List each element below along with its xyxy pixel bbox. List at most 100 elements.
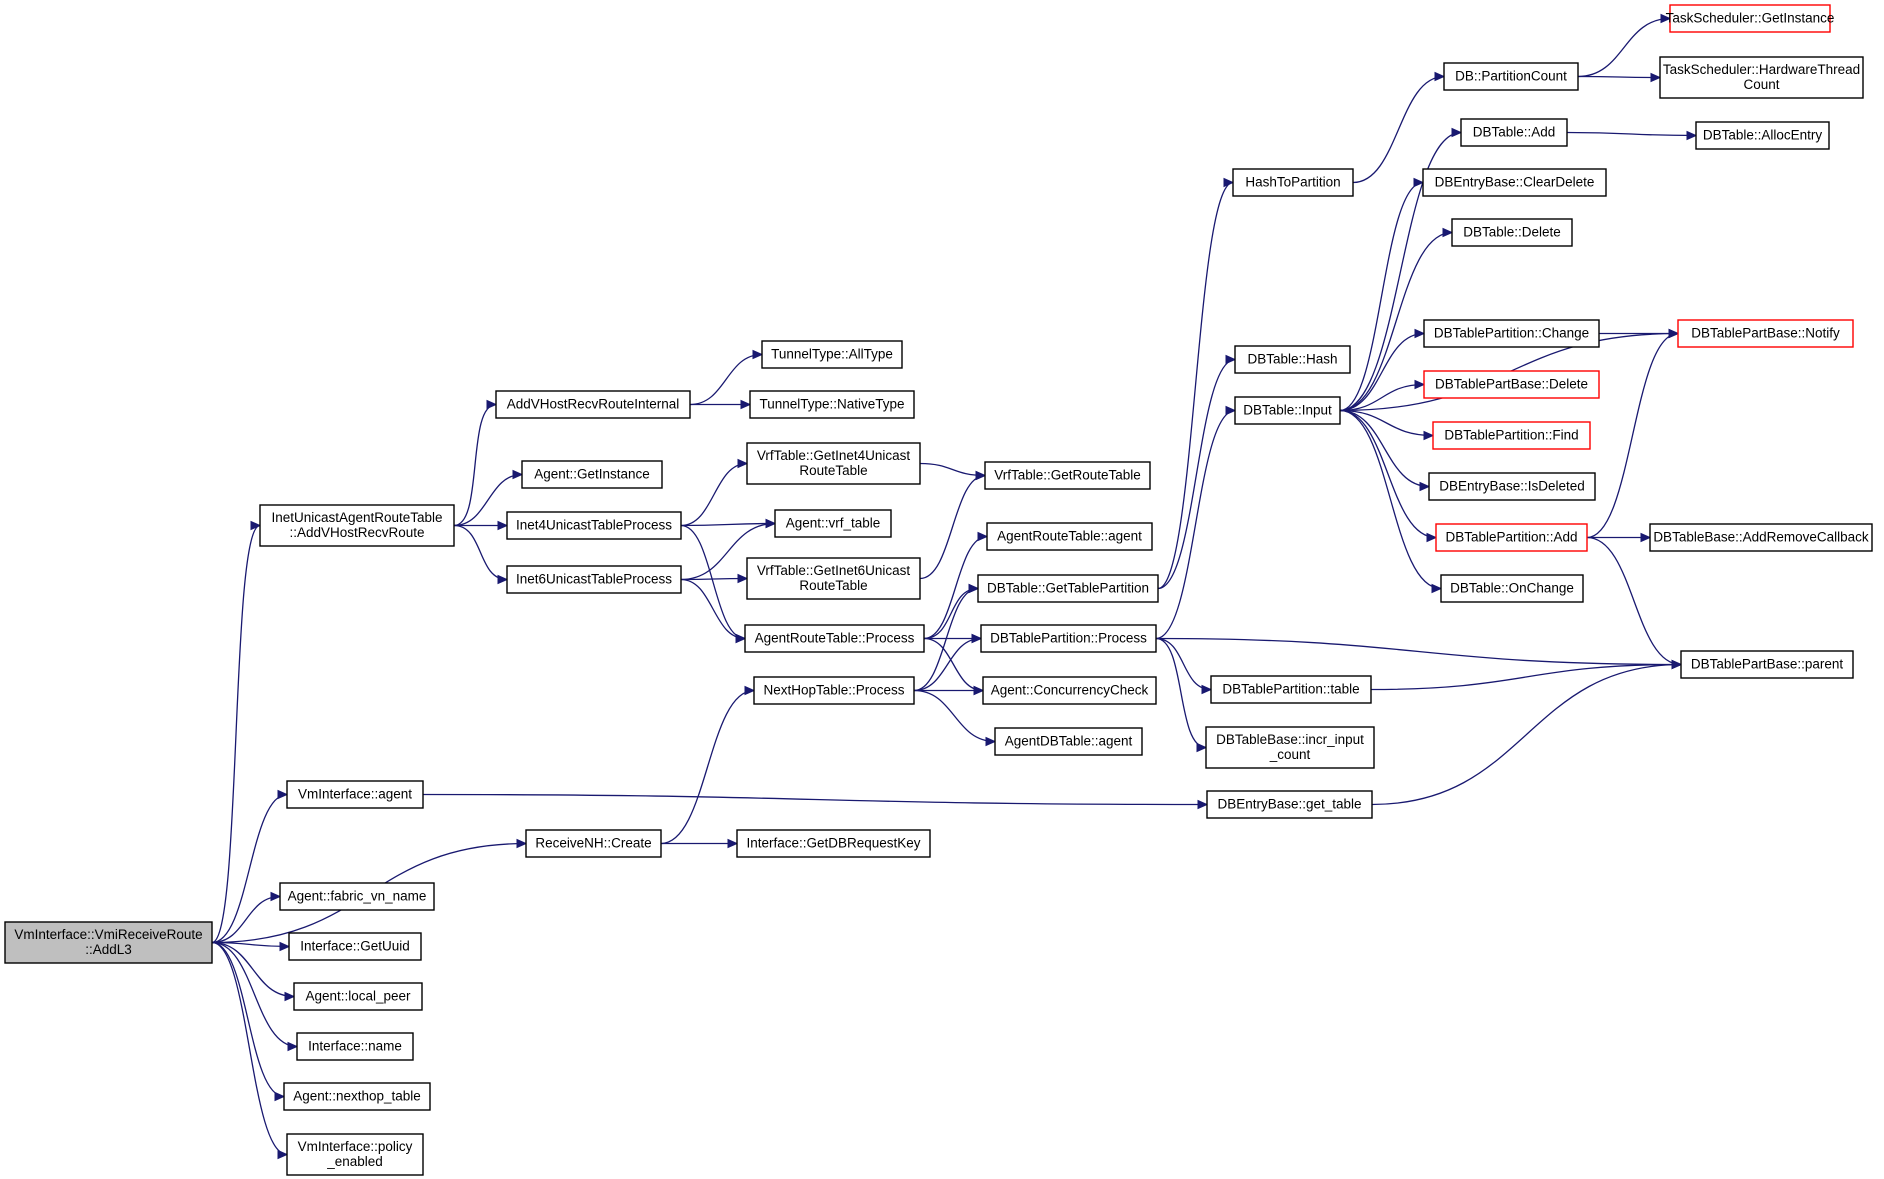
node-box	[1680, 650, 1854, 679]
node-nexthoptable-process[interactable]: NextHopTable::Process	[753, 676, 915, 705]
node-vminterface-policy-enabled[interactable]: VmInterface::policy_enabled	[286, 1133, 424, 1176]
node-box	[1432, 421, 1591, 450]
edge-n15-n47	[1155, 637, 1212, 691]
node-box	[980, 624, 1157, 653]
node-box	[774, 509, 892, 538]
node-label: DBTablePartition::Change	[1434, 326, 1589, 341]
node-label: DBEntryBase::get_table	[1217, 797, 1361, 812]
node-dbtablepartition-find[interactable]: DBTablePartition::Find	[1432, 421, 1591, 450]
edge-n1-n5	[453, 473, 523, 527]
node-agentdbtable-agent[interactable]: AgentDBTable::agent	[994, 727, 1143, 756]
arrowhead	[512, 469, 524, 480]
node-box	[1440, 574, 1584, 603]
node-label: InetUnicastAgentRouteTable	[271, 510, 442, 525]
arrowhead	[1660, 13, 1672, 24]
node-vminterface-vmireceiveroute-addl3[interactable]: VmInterface::VmiReceiveRoute::AddL3	[4, 921, 213, 964]
edge-n43-n39	[1586, 332, 1679, 539]
node-dbtablepartition-table[interactable]: DBTablePartition::table	[1210, 675, 1372, 704]
node-box	[744, 624, 925, 653]
node-dbtable-hash[interactable]: DBTable::Hash	[1234, 345, 1351, 374]
node-dbtable-add[interactable]: DBTable::Add	[1460, 118, 1568, 147]
edge-n6-n13	[680, 524, 746, 640]
node-box	[283, 1082, 431, 1111]
node-dbtablepartbase-parent[interactable]: DBTablePartBase::parent	[1680, 650, 1854, 679]
arrowhead	[975, 470, 987, 481]
node-box	[495, 390, 691, 419]
node-label: DBTableBase::incr_input	[1216, 732, 1364, 747]
edge-n13-n14	[923, 587, 979, 640]
edge-n10-n9	[680, 522, 776, 581]
node-receivenh-create[interactable]: ReceiveNH::Create	[525, 829, 662, 858]
node-label: DBTablePartition::Add	[1445, 530, 1577, 545]
node-dbtablebase-addremovecallback[interactable]: DBTableBase::AddRemoveCallback	[1649, 523, 1873, 552]
node-dbtable-input[interactable]: DBTable::Input	[1234, 396, 1341, 425]
node-agentroutetable-process[interactable]: AgentRouteTable::Process	[744, 624, 925, 653]
node-dbentrybase-cleardelete[interactable]: DBEntryBase::ClearDelete	[1422, 168, 1607, 197]
node-box	[1210, 675, 1372, 704]
node-dbtable-allocentry[interactable]: DBTable::AllocEntry	[1695, 121, 1830, 150]
node-vrftable-getroutetable[interactable]: VrfTable::GetRouteTable	[984, 461, 1151, 490]
node-dbtablepartition-add[interactable]: DBTablePartition::Add	[1435, 523, 1588, 552]
node-db-partitioncount[interactable]: DB::PartitionCount	[1443, 62, 1579, 91]
node-agentroutetable-agent[interactable]: AgentRouteTable::agent	[986, 522, 1153, 551]
arrowhead	[1671, 659, 1683, 670]
node-agent-getinstance[interactable]: Agent::GetInstance	[521, 460, 663, 489]
node-label: TaskScheduler::HardwareThread	[1663, 62, 1860, 77]
node-dbtable-onchange[interactable]: DBTable::OnChange	[1440, 574, 1584, 603]
node-dbtablepartition-process[interactable]: DBTablePartition::Process	[980, 624, 1157, 653]
node-label: AgentRouteTable::agent	[997, 529, 1142, 544]
node-interface-name[interactable]: Interface::name	[296, 1032, 414, 1061]
node-tunneltype-alltype[interactable]: TunnelType::AllType	[761, 340, 903, 369]
arrowhead	[985, 736, 997, 747]
node-agent-fabric-vn-name[interactable]: Agent::fabric_vn_name	[279, 882, 435, 911]
node-label: AddVHostRecvRouteInternal	[507, 397, 680, 412]
node-agent-local-peer[interactable]: Agent::local_peer	[293, 982, 423, 1011]
node-inetunicastagentroutetable-addvhostrecvroute[interactable]: InetUnicastAgentRouteTable::AddVHostRecv…	[259, 504, 455, 547]
node-dbtablebase-incr-input-count[interactable]: DBTableBase::incr_input_count	[1205, 726, 1375, 769]
arrowhead	[740, 399, 752, 410]
node-interface-getuuid[interactable]: Interface::GetUuid	[288, 932, 422, 961]
node-dbentrybase-isdeleted[interactable]: DBEntryBase::IsDeleted	[1428, 472, 1596, 501]
node-dbtable-delete[interactable]: DBTable::Delete	[1451, 218, 1573, 247]
node-box	[994, 727, 1143, 756]
node-inet4unicasttableprocess[interactable]: Inet4UnicastTableProcess	[506, 511, 682, 540]
arrowhead	[486, 399, 498, 410]
node-label: DBTable::Add	[1473, 125, 1556, 140]
node-box	[4, 921, 213, 964]
edge-n33-n34	[1339, 131, 1462, 412]
arrowhead	[270, 891, 282, 902]
node-interface-getdbrequestkey[interactable]: Interface::GetDBRequestKey	[736, 829, 931, 858]
edge-n34-n35	[1566, 131, 1697, 137]
node-dbtablepartition-change[interactable]: DBTablePartition::Change	[1423, 319, 1600, 348]
node-taskscheduler-getinstance[interactable]: TaskScheduler::GetInstance	[1666, 4, 1835, 33]
node-inet6unicasttableprocess[interactable]: Inet6UnicastTableProcess	[506, 565, 682, 594]
node-dbtablepartbase-delete[interactable]: DBTablePartBase::Delete	[1423, 370, 1600, 399]
arrowhead	[497, 520, 509, 531]
node-box	[286, 1133, 424, 1176]
edge-n14-n32	[1157, 358, 1236, 590]
node-agent-concurrencycheck[interactable]: Agent::ConcurrencyCheck	[982, 676, 1157, 705]
arrowhead	[973, 685, 985, 696]
edge-n0-n23	[211, 941, 290, 948]
node-agent-vrf-table[interactable]: Agent::vrf_table	[774, 509, 892, 538]
node-box	[286, 780, 424, 809]
node-dbtable-gettablepartition[interactable]: DBTable::GetTablePartition	[977, 574, 1159, 603]
node-label: AgentRouteTable::Process	[755, 631, 915, 646]
node-dbtablepartbase-notify[interactable]: DBTablePartBase::Notify	[1677, 319, 1854, 348]
node-vminterface-agent[interactable]: VmInterface::agent	[286, 780, 424, 809]
node-addvhostrecvrouteinternal[interactable]: AddVHostRecvRouteInternal	[495, 390, 691, 419]
node-hashtopartition[interactable]: HashToPartition	[1232, 168, 1354, 197]
node-box	[1234, 396, 1341, 425]
node-dbentrybase-get-table[interactable]: DBEntryBase::get_table	[1206, 790, 1373, 819]
arrowhead	[1414, 379, 1426, 390]
arrowhead	[1419, 481, 1431, 492]
node-layer: VmInterface::VmiReceiveRoute::AddL3 InetU…	[4, 4, 1873, 1176]
node-agent-nexthop-table[interactable]: Agent::nexthop_table	[283, 1082, 431, 1111]
node-label: VrfTable::GetRouteTable	[994, 468, 1141, 483]
edge-n10-n13	[680, 578, 746, 640]
node-label: Count	[1743, 77, 1779, 92]
node-tunneltype-nativetype[interactable]: TunnelType::NativeType	[749, 390, 915, 419]
